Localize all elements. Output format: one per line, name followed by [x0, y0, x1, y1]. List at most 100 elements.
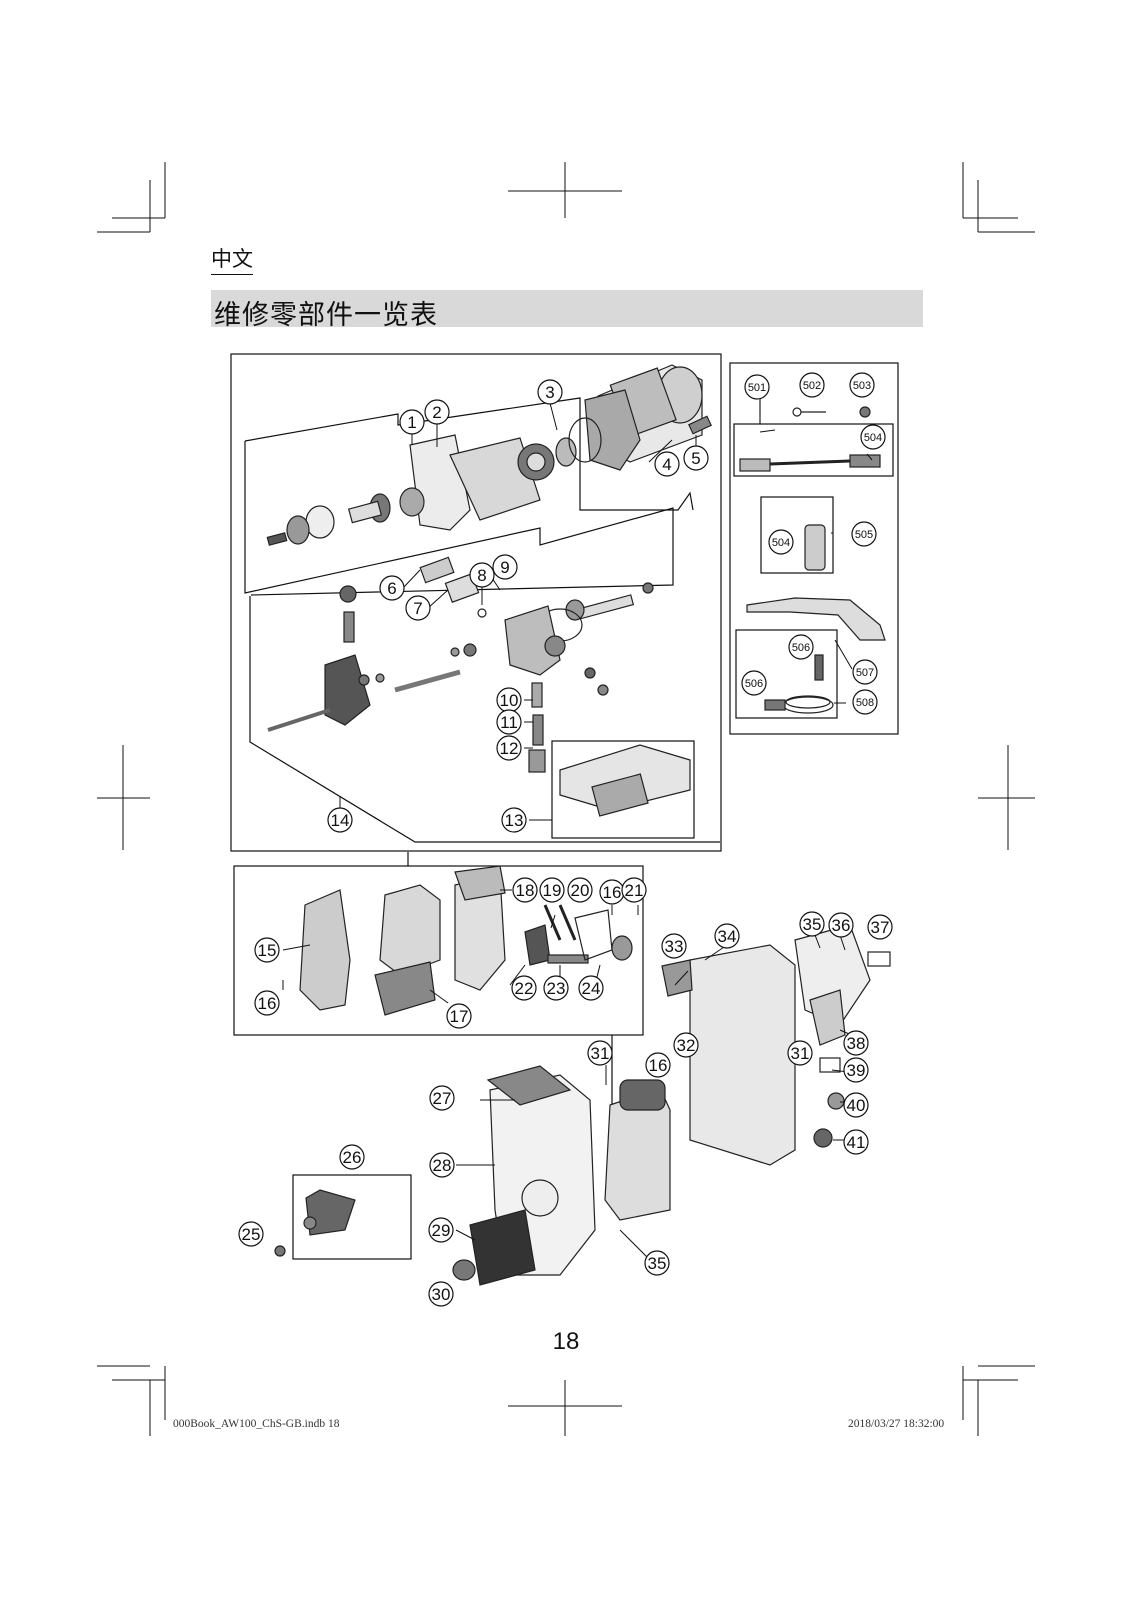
callout-circle: [399, 409, 425, 435]
callout-4: 4: [654, 451, 680, 477]
callout-11: 11: [496, 709, 522, 735]
callout-circle: [673, 1032, 699, 1058]
callout-9: 9: [492, 554, 518, 580]
callout-circle: [849, 372, 875, 398]
callout-circle: [539, 877, 565, 903]
accessories-frame: [729, 362, 899, 735]
callout-501: 501: [744, 374, 770, 400]
callout-2: 2: [424, 399, 450, 425]
callout-16b: 16: [645, 1052, 671, 1078]
language-label: 中文: [211, 246, 253, 275]
callout-label: 40: [847, 1096, 866, 1115]
callout-circle: [446, 1003, 472, 1029]
callout-label: 21: [625, 881, 644, 900]
callout-label: 29: [432, 1221, 451, 1240]
callout-label: 16: [603, 883, 622, 902]
callout-circle: [714, 923, 740, 949]
page-title: 维修零部件一览表: [214, 300, 438, 331]
callout-35a: 35: [799, 911, 825, 937]
callout-label: 504: [864, 432, 882, 444]
crop-marks: [97, 162, 1035, 1436]
callout-label: 22: [515, 979, 534, 998]
callout-41: 41: [843, 1129, 869, 1155]
callout-label: 39: [847, 1061, 866, 1080]
callout-label: 23: [547, 979, 566, 998]
callout-label: 19: [543, 881, 562, 900]
callout-21: 21: [621, 877, 647, 903]
footer-file: 000Book_AW100_ChS-GB.indb 18: [173, 1418, 340, 1430]
callout-label: 26: [343, 1148, 362, 1167]
callout-circle: [867, 914, 893, 940]
callout-circle: [828, 912, 854, 938]
callout-8: 8: [469, 562, 495, 588]
callout-504b: 504: [768, 529, 794, 555]
callout-circle: [644, 1250, 670, 1276]
callout-circle: [587, 1040, 613, 1066]
callout-circle: [379, 575, 405, 601]
callout-circle: [492, 554, 518, 580]
callout-label: 33: [665, 937, 684, 956]
callout-label: 506: [745, 678, 763, 690]
callout-circle: [327, 807, 353, 833]
callout-circle: [543, 975, 569, 1001]
callout-label: 502: [803, 380, 821, 392]
callout-circle: [496, 735, 522, 761]
callout-503: 503: [849, 372, 875, 398]
callout-1: 1: [399, 409, 425, 435]
hose-subframe: [735, 629, 838, 719]
callout-20: 20: [567, 877, 593, 903]
accessory-parts: [739, 390, 886, 714]
callout-label: 30: [432, 1285, 451, 1304]
callout-label: 503: [853, 380, 871, 392]
callout-23: 23: [543, 975, 569, 1001]
callout-15: 15: [254, 937, 280, 963]
callout-circle: [741, 670, 767, 696]
callout-label: 15: [258, 941, 277, 960]
panel-frames: [230, 353, 899, 1260]
callout-circle: [405, 595, 431, 621]
callout-circle: [428, 1281, 454, 1307]
callout-circle: [645, 1052, 671, 1078]
callout-31b: 31: [787, 1040, 813, 1066]
callout-30: 30: [428, 1281, 454, 1307]
callout-34: 34: [714, 923, 740, 949]
callout-502: 502: [799, 372, 825, 398]
callout-circle: [799, 372, 825, 398]
footer-timestamp: 2018/03/27 18:32:00: [848, 1418, 945, 1430]
callout-3: 3: [537, 379, 563, 405]
callout-40: 40: [843, 1092, 869, 1118]
callout-label: 16: [258, 994, 277, 1013]
callout-12: 12: [496, 735, 522, 761]
callout-17: 17: [446, 1003, 472, 1029]
callout-circle: [621, 877, 647, 903]
callout-label: 504: [772, 537, 790, 549]
callout-circle: [429, 1085, 455, 1111]
callout-label: 507: [856, 667, 874, 679]
callout-label: 35: [803, 915, 822, 934]
callout-circle: [537, 379, 563, 405]
callout-circle: [429, 1152, 455, 1178]
callout-33: 33: [661, 933, 687, 959]
callout-label: 3: [545, 383, 554, 402]
callout-label: 38: [847, 1034, 866, 1053]
pump-outline-1: [244, 397, 694, 511]
callout-circle: [768, 529, 794, 555]
callout-label: 34: [718, 927, 737, 946]
callout-31a: 31: [587, 1040, 613, 1066]
callout-label: 14: [331, 811, 350, 830]
callout-circle: [661, 933, 687, 959]
callout-label: 20: [571, 881, 590, 900]
callout-24: 24: [578, 975, 604, 1001]
title-bar: 维修零部件一览表: [211, 290, 923, 331]
callout-label: 28: [433, 1156, 452, 1175]
callout-label: 11: [500, 713, 518, 732]
callout-28: 28: [429, 1152, 455, 1178]
callout-label: 2: [432, 403, 441, 422]
callout-label: 9: [500, 558, 509, 577]
callout-circle: [843, 1057, 869, 1083]
callout-label: 506: [792, 642, 810, 654]
callout-label: 36: [832, 916, 851, 935]
callout-label: 24: [582, 979, 601, 998]
callout-19: 19: [539, 877, 565, 903]
